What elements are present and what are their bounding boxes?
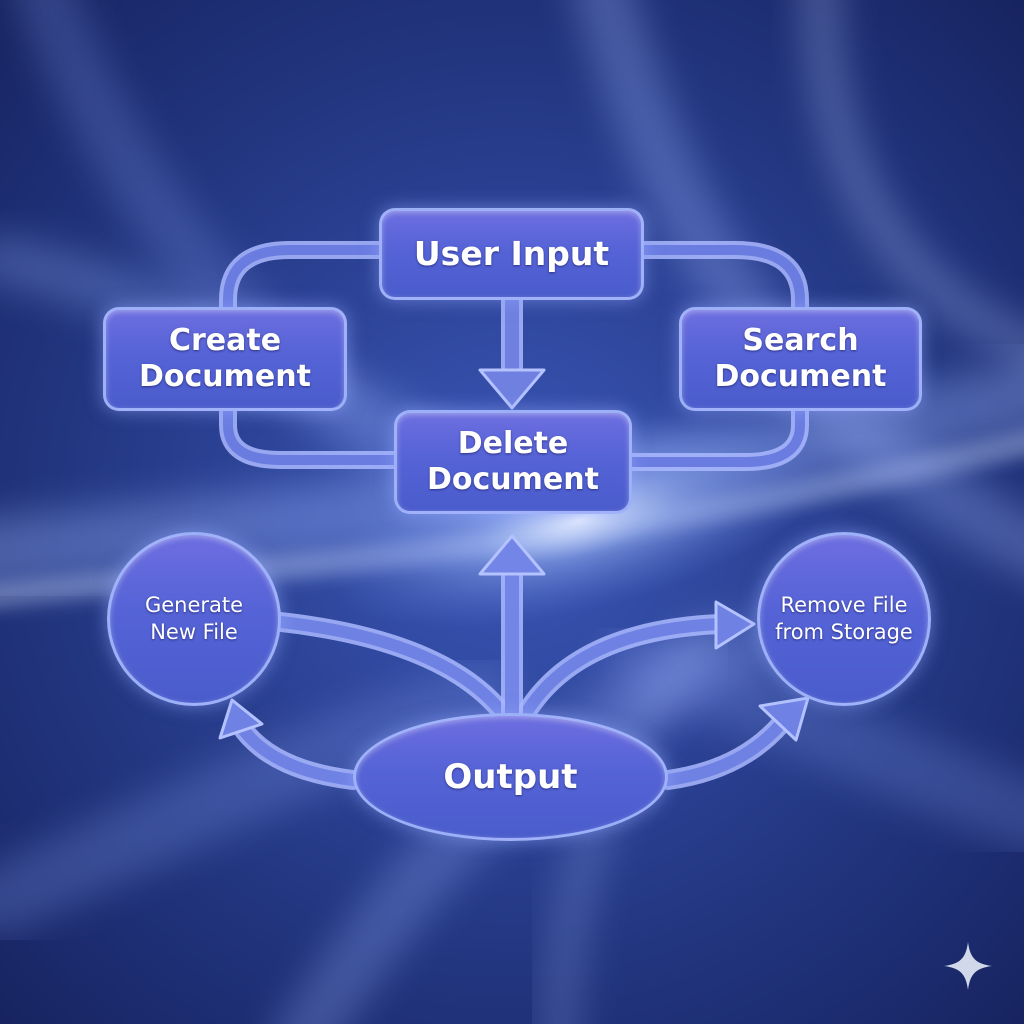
search-document-label-line2: Document [714, 359, 887, 394]
remove-file-node: Remove File from Storage [757, 532, 931, 706]
generate-new-file-label-line1: Generate [144, 593, 244, 617]
connector-generate-to-output [271, 612, 510, 720]
sparkle-icon [944, 942, 992, 990]
delete-document-node: Delete Document [394, 410, 632, 514]
remove-file-label-line2: from Storage [775, 620, 913, 644]
output-label: Output [443, 757, 578, 797]
generate-new-file-node: Generate New File [107, 532, 281, 706]
generate-new-file-label-line2: New File [150, 620, 238, 644]
delete-document-label-line1: Delete [457, 426, 569, 461]
arrowhead-to-remove-file-lower [758, 696, 810, 742]
delete-document-label-line2: Document [427, 462, 599, 497]
user-input-node: User Input [379, 208, 644, 300]
remove-file-label-line1: Remove File [780, 593, 908, 617]
arrowhead-down-to-delete [478, 368, 546, 410]
arrowhead-to-generate-file [218, 698, 264, 740]
arrowhead-to-remove-file [714, 600, 756, 650]
create-document-label-line1: Create [168, 323, 282, 358]
search-document-label-line1: Search [742, 323, 859, 358]
create-document-label-line2: Document [139, 359, 311, 394]
create-document-node: Create Document [103, 307, 347, 411]
user-input-label: User Input [413, 234, 610, 273]
arrowhead-up-to-delete [478, 534, 546, 576]
output-node: Output [353, 713, 668, 841]
search-document-node: Search Document [679, 307, 922, 411]
